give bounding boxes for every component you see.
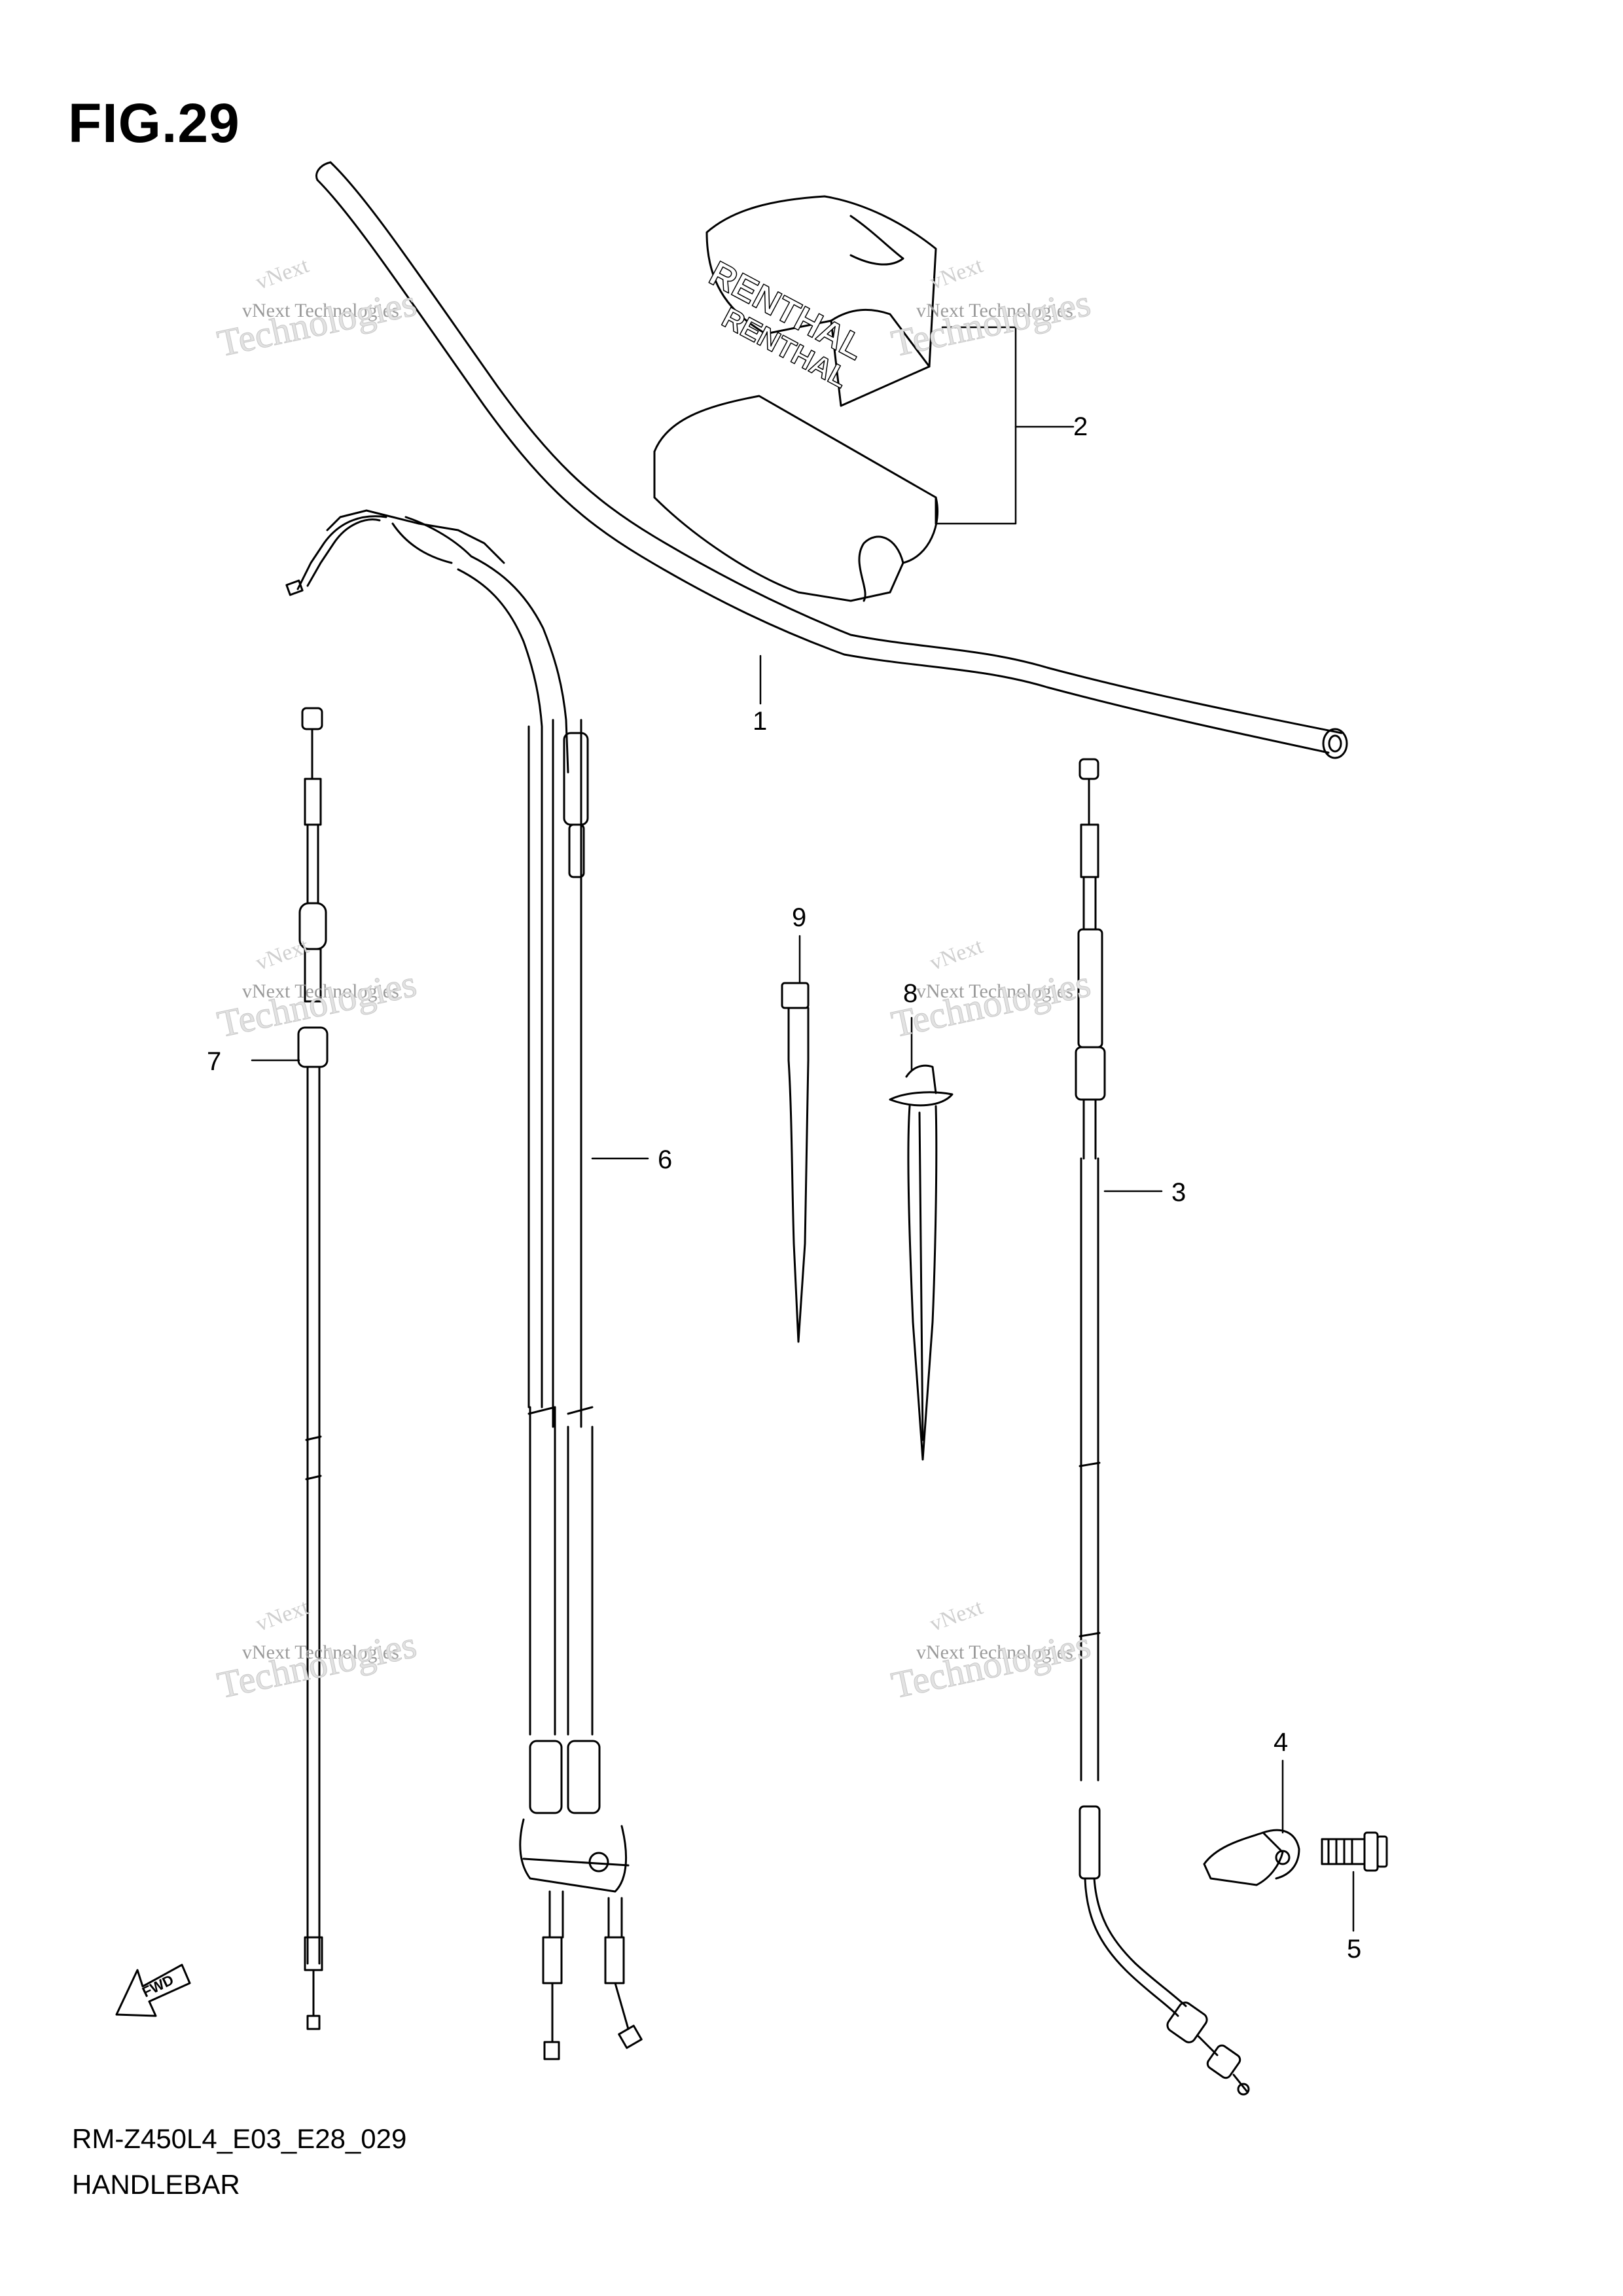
document-code: RM-Z450L4_E03_E28_029 bbox=[72, 2123, 407, 2154]
document-name: HANDLEBAR bbox=[72, 2169, 240, 2200]
callout-7: 7 bbox=[207, 1047, 222, 1076]
throttle-cable-part bbox=[285, 509, 643, 2060]
forward-arrow-icon: FWD bbox=[115, 1964, 191, 2017]
cable-clamp-part bbox=[1203, 1829, 1300, 1886]
clutch-cable-part bbox=[1075, 758, 1250, 2096]
callout-3: 3 bbox=[1171, 1178, 1186, 1207]
bolt-part bbox=[1321, 1831, 1388, 1872]
handlebar-part bbox=[315, 161, 1348, 759]
leader-lines bbox=[251, 326, 1355, 1932]
callout-6: 6 bbox=[658, 1145, 673, 1174]
cable-tie-part bbox=[781, 982, 810, 1343]
handlebar-pad-part: RENTHAL RENTHAL bbox=[653, 195, 939, 602]
clamp-tie-part bbox=[889, 1064, 954, 1461]
callout-2: 2 bbox=[1073, 412, 1088, 441]
callout-4: 4 bbox=[1274, 1728, 1289, 1757]
callout-1: 1 bbox=[753, 707, 768, 736]
hot-start-cable-part bbox=[297, 707, 329, 2030]
figure-title: FIG.29 bbox=[68, 92, 240, 154]
callout-5: 5 bbox=[1347, 1935, 1362, 1964]
callout-9: 9 bbox=[792, 903, 807, 932]
callout-8: 8 bbox=[903, 979, 918, 1008]
